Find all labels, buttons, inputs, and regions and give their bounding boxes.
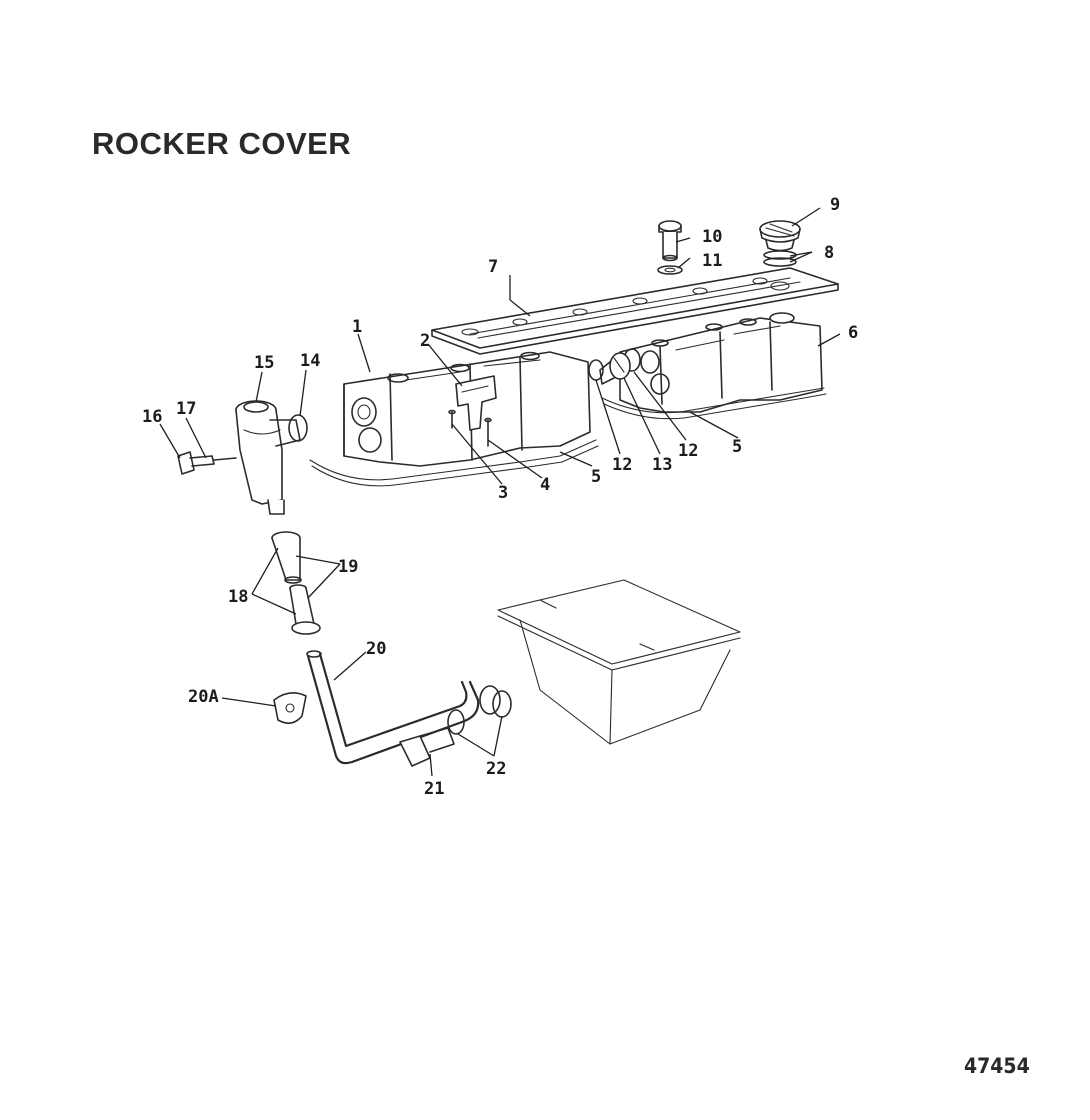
callout-1: 1 [352, 317, 362, 337]
callout-15: 15 [254, 353, 274, 373]
callout-14: 14 [300, 351, 320, 371]
part-2-bracket [455, 375, 497, 431]
callout-17: 17 [176, 399, 196, 419]
part-20a-clip [273, 692, 307, 724]
callout-16: 16 [142, 407, 162, 427]
part-17-screw [213, 457, 237, 461]
callout-5-left: 5 [591, 467, 601, 487]
part-1-rocker-cover-left [309, 351, 599, 487]
part-7-cover-plate [431, 267, 839, 355]
callout-labels: 1 2 3 4 5 5 6 7 8 9 10 11 12 12 13 14 15… [142, 195, 858, 799]
part-10-bolt [658, 220, 682, 262]
callout-6: 6 [848, 323, 858, 343]
part-13-fitting [599, 352, 631, 385]
diagram-title: ROCKER COVER [92, 126, 352, 161]
callout-20: 20 [366, 639, 386, 659]
part-15-breather-housing [235, 400, 301, 515]
callout-12-right: 12 [678, 441, 698, 461]
callout-11: 11 [702, 251, 722, 271]
part-8-o-rings [763, 250, 797, 267]
part-18-19-hose-upper [271, 531, 302, 584]
figure-number: 47454 [964, 1054, 1030, 1078]
callout-10: 10 [702, 227, 722, 247]
part-4-screw [484, 417, 492, 447]
callout-12-left: 12 [612, 455, 632, 475]
callout-18: 18 [228, 587, 248, 607]
callout-19: 19 [338, 557, 358, 577]
callout-3: 3 [498, 483, 508, 503]
callout-7: 7 [488, 257, 498, 277]
callout-8: 8 [824, 243, 834, 263]
oil-pan-background [497, 579, 741, 745]
part-18-19-hose-lower [289, 584, 321, 635]
part-6-rocker-cover-right [601, 312, 827, 420]
part-3-screw [448, 409, 456, 429]
part-9-oil-fill-cap [759, 220, 801, 252]
part-11-washer [657, 265, 683, 275]
callout-5-right: 5 [732, 437, 742, 457]
callout-2: 2 [420, 331, 430, 351]
part-16-bolt [177, 451, 215, 475]
callout-20a: 20A [188, 687, 219, 707]
callout-4: 4 [540, 475, 550, 495]
callout-13: 13 [652, 455, 672, 475]
callout-21: 21 [424, 779, 444, 799]
callout-9: 9 [830, 195, 840, 215]
leader-lines [159, 207, 841, 777]
part-21-banjo-bolt [399, 727, 455, 767]
callout-22: 22 [486, 759, 506, 779]
